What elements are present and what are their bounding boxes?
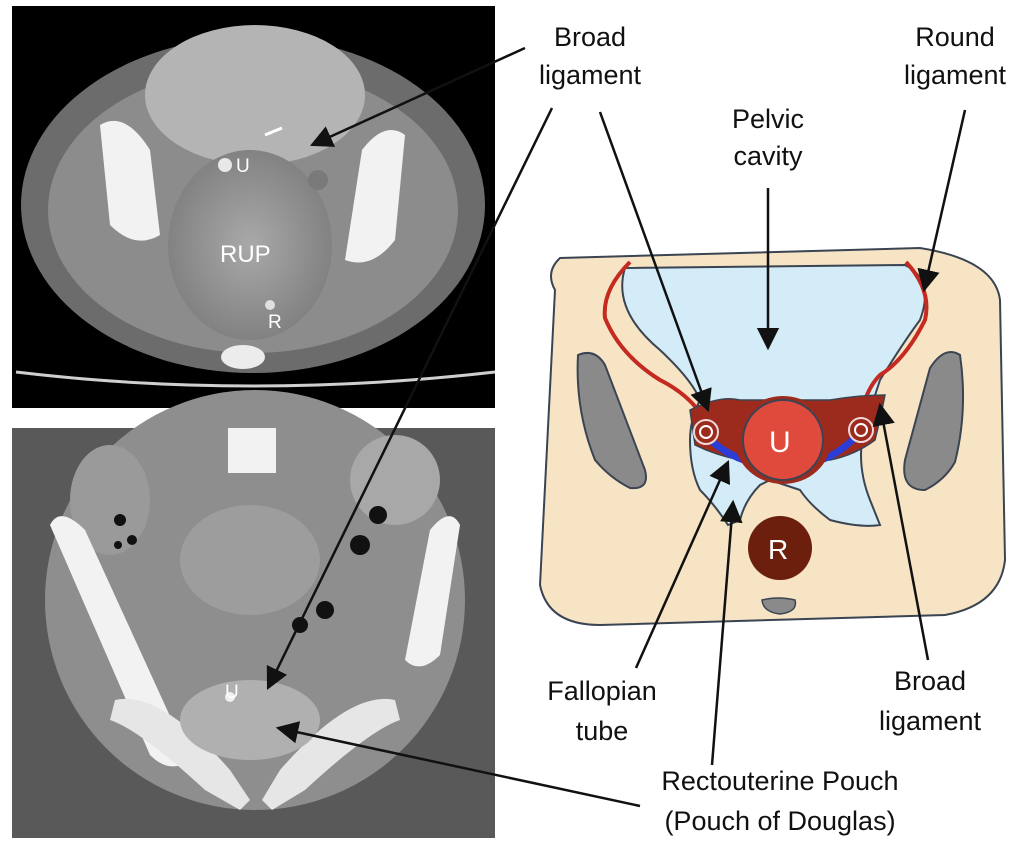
ct-axial-sacrum [221, 345, 265, 369]
schematic-ovary-left [694, 420, 718, 444]
label-broad-ligament-bottom-line1: Broad [894, 666, 966, 696]
ct-axial-bladder [145, 25, 365, 165]
label-broad-ligament-top-line1: Broad [554, 22, 626, 52]
ct-coronal-panel: U [12, 390, 495, 838]
ct-axial-panel: U RUP R [12, 6, 495, 408]
ct-coronal-label-u: U [225, 682, 239, 703]
label-fallopian-tube-line2: tube [576, 716, 629, 746]
label-fallopian-tube-line1: Fallopian [547, 676, 657, 706]
ct-axial-label-r: R [268, 312, 282, 333]
ct-coronal-vertebra [228, 428, 276, 473]
ct-axial-label-rup: RUP [220, 241, 271, 268]
label-rectouterine-pouch-line2: (Pouch of Douglas) [664, 806, 895, 836]
label-pelvic-cavity-line1: Pelvic [732, 104, 804, 134]
label-round-ligament-line1: Round [915, 22, 995, 52]
ct-coronal-pouch [180, 680, 320, 760]
label-rectouterine-pouch-line1: Rectouterine Pouch [661, 766, 898, 796]
schematic-ovary-right [849, 418, 873, 442]
ct-axial-label-u: U [236, 156, 250, 177]
label-pelvic-cavity-line2: cavity [733, 141, 803, 171]
schematic-label-u: U [769, 426, 791, 459]
schematic-label-r: R [768, 534, 788, 565]
label-round-ligament-line2: ligament [904, 60, 1007, 90]
pelvis-schematic: U R [540, 248, 1005, 625]
label-broad-ligament-top-line2: ligament [539, 60, 642, 90]
label-broad-ligament-bottom-line2: ligament [879, 706, 982, 736]
